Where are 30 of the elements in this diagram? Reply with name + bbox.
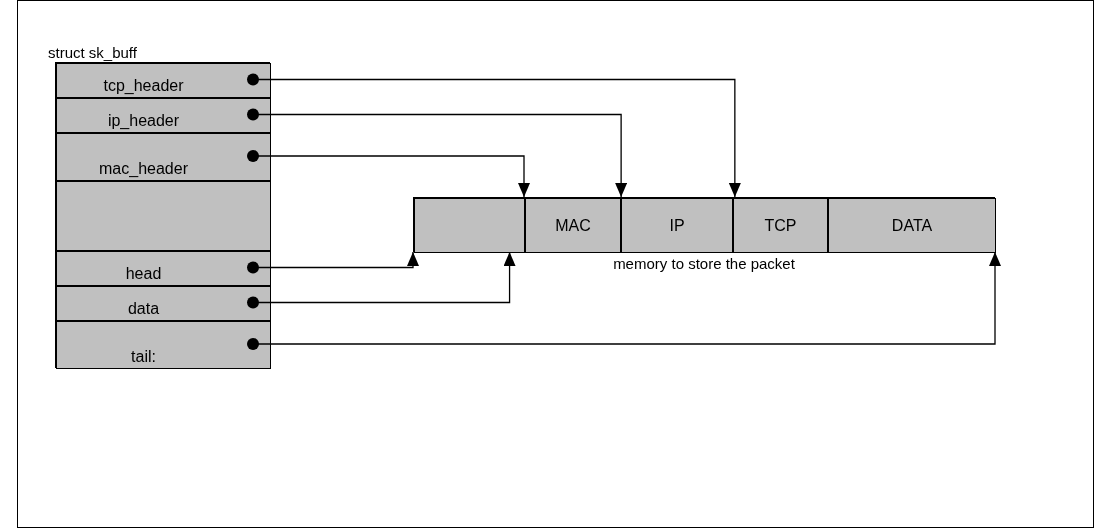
struct-field	[56, 286, 271, 321]
arrow	[247, 251, 419, 274]
arrow	[247, 73, 741, 198]
struct-field	[56, 63, 271, 98]
packet-segment	[828, 198, 996, 253]
field-label: ip_header	[107, 112, 180, 130]
field-label: tcp_header	[103, 77, 184, 95]
struct-field	[56, 181, 271, 251]
packet-segment	[414, 198, 525, 253]
struct-title: struct sk_buff	[48, 44, 137, 61]
arrow	[247, 150, 530, 198]
field-label: DATA	[891, 216, 933, 235]
packet-segment	[621, 198, 733, 253]
arrow	[247, 251, 516, 309]
arrow	[247, 251, 1001, 350]
field-label: MAC	[555, 216, 591, 235]
field-label: TCP	[764, 216, 797, 235]
field-label: IP	[669, 216, 685, 235]
field-label: tail:	[131, 348, 156, 366]
packet-segment	[525, 198, 621, 253]
field-label: head	[125, 265, 162, 283]
field-label: mac_header	[99, 160, 188, 178]
packet-segment	[733, 198, 828, 253]
field-label: data	[127, 300, 160, 318]
struct-field	[56, 133, 271, 181]
struct-field	[56, 98, 271, 133]
block-caption: memory to store the packet	[612, 255, 796, 272]
struct-field	[56, 321, 271, 369]
arrow	[247, 108, 628, 198]
struct-field	[56, 251, 271, 286]
